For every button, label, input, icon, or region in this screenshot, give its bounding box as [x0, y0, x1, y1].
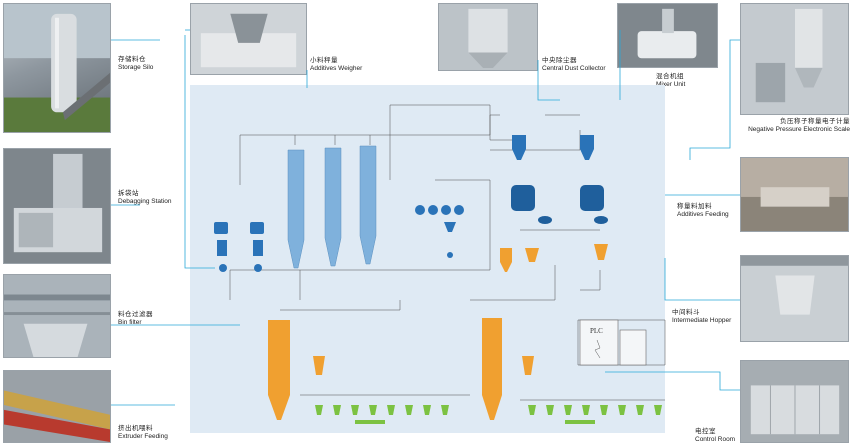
mixer-unit-photo: [617, 3, 718, 68]
intermediate-hopper-photo: [740, 255, 849, 342]
storage-silo-photo: [3, 3, 111, 133]
bin-filter-photo: [3, 274, 111, 358]
process-flow-diagram: [190, 85, 665, 433]
central-dust-collector-photo: [438, 3, 538, 71]
debagging-station-photo: [3, 148, 111, 264]
negative-pressure-scale-photo: [740, 3, 849, 115]
additives-weigher-photo: [190, 3, 307, 75]
extruder-feeding-photo: [3, 370, 111, 443]
additives-feeding-photo: [740, 157, 849, 232]
control-room-photo: [740, 360, 849, 443]
